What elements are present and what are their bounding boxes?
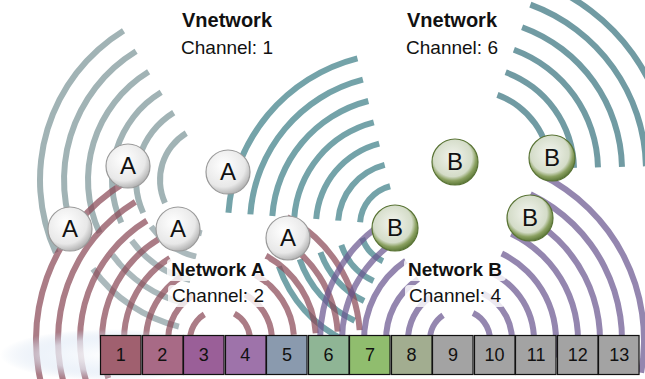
channel-number: 8 [391, 335, 433, 375]
channel-cell: 6 [308, 335, 350, 375]
cell-fill [599, 336, 640, 375]
cell-fill [350, 336, 391, 375]
channel-cell: 8 [391, 335, 433, 375]
wave-arc [317, 222, 383, 344]
station-letter: A [47, 206, 93, 252]
channel-cell: 11 [515, 335, 557, 375]
channel-cell: 12 [557, 335, 599, 375]
circle-fill [106, 144, 150, 188]
channel-cell: 3 [183, 335, 225, 375]
channel-number: 3 [183, 335, 225, 375]
circle-fill [266, 216, 310, 260]
station-circle: A [265, 215, 311, 261]
channel-number: 7 [349, 335, 391, 375]
station-circle: A [47, 206, 93, 252]
circle-fill [432, 139, 478, 185]
channel-number: 10 [474, 335, 516, 375]
circle-fill [529, 135, 575, 181]
station-circle: A [205, 149, 251, 195]
channel-number: 12 [557, 335, 599, 375]
circle-fill [372, 205, 418, 251]
wave-arc [85, 69, 150, 234]
network-name: Vnetwork [178, 8, 276, 32]
station-letter: B [431, 138, 479, 186]
station-circle: A [155, 206, 201, 252]
cell-fill [474, 336, 515, 375]
network-name: Vnetwork [403, 8, 501, 32]
channel-cell: 1 [100, 335, 142, 375]
wave-arc [225, 55, 358, 213]
station-letter: A [105, 143, 151, 189]
channel-label: Channel: 4 [405, 285, 505, 308]
station-circle: B [506, 194, 554, 242]
station-letter: A [265, 215, 311, 261]
channel-cell: 13 [598, 335, 640, 375]
circle-fill [507, 195, 553, 241]
station-letter: A [205, 149, 251, 195]
cell-fill [391, 336, 432, 375]
station-letter: A [155, 206, 201, 252]
circle-fill [156, 207, 200, 251]
cell-fill [308, 336, 349, 375]
channel-cell: 4 [225, 335, 267, 375]
channel-label: Channel: 1 [177, 37, 277, 60]
channel-number: 5 [266, 335, 308, 375]
circle-fill [206, 150, 250, 194]
channel-number: 13 [598, 335, 640, 375]
channel-cell: 10 [474, 335, 516, 375]
wave-arc [291, 119, 374, 217]
cell-fill [433, 336, 474, 375]
cell-fill [267, 336, 308, 375]
wave-arc [157, 131, 188, 205]
channel-label: Channel: 6 [402, 37, 502, 60]
wave-arc [233, 311, 253, 338]
signal-waves [33, 0, 645, 379]
channel-cell: 7 [349, 335, 391, 375]
cell-fill [101, 336, 142, 375]
cell-fill [184, 336, 225, 375]
circle-fill [48, 207, 92, 251]
station-letter: B [371, 204, 419, 252]
channel-cell: 2 [142, 335, 184, 375]
wave-arc [269, 98, 369, 216]
channel-number: 9 [432, 335, 474, 375]
station-circle: B [371, 204, 419, 252]
cell-fill [225, 336, 266, 375]
network-name: Network A [167, 259, 268, 282]
cell-fill [142, 336, 183, 375]
channel-number: 1 [100, 335, 142, 375]
station-letter: B [528, 134, 576, 182]
station-circle: B [431, 138, 479, 186]
channel-label: Channel: 2 [168, 285, 268, 308]
channel-number: 2 [142, 335, 184, 375]
channel-cell: 5 [266, 335, 308, 375]
station-circle: B [528, 134, 576, 182]
station-letter: B [506, 194, 554, 242]
cell-fill [516, 336, 557, 375]
channel-number: 4 [225, 335, 267, 375]
station-circle: A [105, 143, 151, 189]
network-name: Network B [404, 259, 506, 282]
channel-number: 6 [308, 335, 350, 375]
wave-arc [247, 77, 363, 215]
channel-number: 11 [515, 335, 557, 375]
cell-fill [557, 336, 598, 375]
channel-cell: 9 [432, 335, 474, 375]
